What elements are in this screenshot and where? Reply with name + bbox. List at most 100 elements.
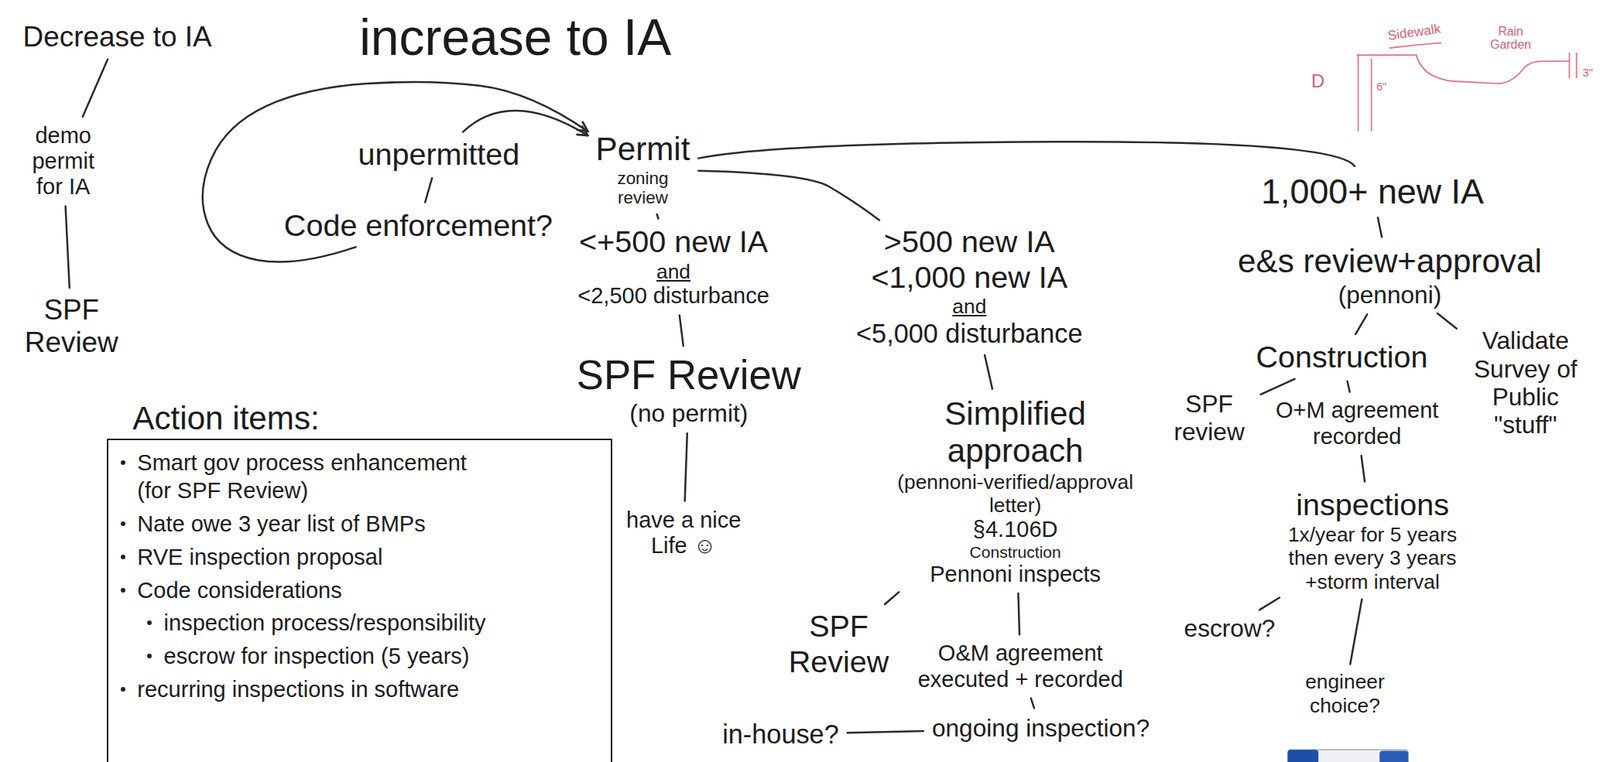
- note-text: SPF Review: [576, 352, 802, 400]
- connector: [65, 206, 70, 288]
- note-node: O+M agreement recorded: [1265, 395, 1449, 453]
- connector: [1017, 593, 1020, 635]
- connector: [884, 592, 899, 605]
- list-text: Nate owe 3 year list of BMPs: [137, 510, 494, 538]
- note-node: SPF Review: [10, 291, 133, 363]
- note-node: in-house?: [717, 717, 844, 753]
- note-node: inspections1x/year for 5 years then ever…: [1268, 485, 1477, 596]
- connector: [462, 110, 588, 136]
- connector: [847, 731, 924, 734]
- note-node: unpermitted: [352, 134, 525, 175]
- note-text: Permit: [596, 130, 691, 169]
- connector: [1377, 217, 1382, 237]
- connector: [685, 433, 688, 501]
- note-text: SPF Review: [15, 294, 128, 360]
- note-text: §4.106D: [973, 517, 1059, 543]
- note-text: escrow?: [1184, 614, 1276, 643]
- curb-post: [1358, 54, 1372, 131]
- note-text: (pennoni-verified/approval letter): [882, 470, 1148, 518]
- bullet-dot: [120, 460, 126, 466]
- note-text: Pennoni inspects: [929, 561, 1101, 588]
- note-node: SPF Review: [772, 606, 905, 682]
- note-node: SPF Review(no permit): [572, 349, 806, 430]
- list-item: recurring inspections in software: [108, 675, 603, 704]
- note-text: <1,000 new IA: [870, 260, 1068, 295]
- note-node: engineer choice?: [1289, 668, 1402, 720]
- note-text: have a nice Life ☺: [612, 507, 756, 560]
- note-node: escrow?: [1179, 612, 1281, 645]
- note-text: inspections: [1295, 487, 1450, 523]
- connector: [984, 355, 993, 390]
- connector: [424, 178, 432, 203]
- list-text: Smart gov process enhancement (for SPF R…: [137, 448, 494, 506]
- sketch-label: D: [1311, 71, 1325, 92]
- note-text: SPF review: [1165, 390, 1253, 447]
- note-text: ongoing inspection?: [931, 714, 1150, 743]
- connector: [1437, 313, 1457, 329]
- connector: [698, 171, 879, 221]
- note-text: Validate Survey of Public "stuff": [1464, 326, 1587, 440]
- note-text: >500 new IA: [883, 224, 1056, 260]
- note-text: and: [952, 294, 987, 319]
- note-node: <+500 new IAand<2,500 disturbance: [572, 222, 775, 312]
- note-text: and: [656, 260, 691, 284]
- note-node: increase to IA: [354, 6, 676, 70]
- list-item: Smart gov process enhancement (for SPF R…: [108, 448, 603, 506]
- wall-line: [1569, 53, 1577, 79]
- list-heading: Action items:: [132, 400, 319, 439]
- connector: [82, 59, 108, 117]
- connector: [1031, 698, 1035, 710]
- note-text: <5,000 disturbance: [856, 318, 1083, 350]
- bullet-dot: [120, 521, 126, 527]
- list-frame: Smart gov process enhancement (for SPF R…: [106, 438, 613, 762]
- note-text: (pennoni): [1338, 280, 1443, 309]
- connector: [698, 141, 1355, 167]
- note-node: SPF review: [1161, 387, 1258, 449]
- note-text: increase to IA: [359, 8, 672, 68]
- note-node: have a nice Life ☺: [607, 505, 761, 562]
- list-text: inspection process/responsibility: [164, 609, 521, 638]
- note-text: demo permit for IA: [20, 123, 107, 201]
- connector: [1347, 381, 1350, 393]
- note-text: 1,000+ new IA: [1260, 171, 1484, 213]
- note-text: SPF Review: [777, 609, 900, 680]
- note-node: O&M agreement executed + recorded: [898, 638, 1143, 696]
- sketch-label: Sidewalk: [1386, 20, 1442, 43]
- list-item: inspection process/responsibility: [108, 609, 603, 638]
- note-text: Simplified approach: [928, 395, 1103, 471]
- sketch-label: 6": [1376, 81, 1387, 94]
- note-text: O+M agreement recorded: [1270, 397, 1444, 450]
- connector: [657, 214, 659, 220]
- bullet-dot: [120, 687, 126, 693]
- note-text: <+500 new IA: [579, 224, 768, 260]
- connector: [202, 82, 589, 263]
- note-node: demo permit for IA: [15, 120, 112, 203]
- sidewalk-underline: [1389, 42, 1441, 48]
- action-list: Action items: Smart gov process enhanceme…: [106, 400, 613, 762]
- note-text: in-house?: [722, 719, 840, 751]
- marker-pen: [1288, 750, 1409, 762]
- note-text: Construction: [969, 543, 1061, 562]
- bullet-dot: [147, 620, 152, 626]
- note-text: (no permit): [629, 399, 748, 428]
- note-text: 1x/year for 5 years then every 3 years +…: [1273, 523, 1473, 594]
- note-text: <2,500 disturbance: [577, 283, 770, 309]
- connector: [1349, 599, 1362, 665]
- note-text: zoning review: [606, 168, 679, 209]
- note-text: e&s review+approval: [1237, 243, 1542, 281]
- marker-end: [1379, 750, 1409, 762]
- note-text: Construction: [1256, 339, 1429, 375]
- note-node: Construction: [1251, 337, 1433, 377]
- list-item: Code considerations: [108, 576, 603, 605]
- list-item: Nate owe 3 year list of BMPs: [108, 510, 603, 538]
- bullet-dot: [120, 555, 126, 560]
- note-text: Code enforcement?: [284, 208, 553, 244]
- note-text: Decrease to IA: [23, 20, 213, 54]
- connector: [1355, 314, 1368, 335]
- sketch-label: 3": [1582, 67, 1594, 80]
- note-node: e&s review+approval(pennoni): [1233, 240, 1547, 312]
- note-node: 1,000+ new IA: [1256, 169, 1489, 215]
- list-text: Code considerations: [137, 576, 494, 605]
- rain-garden-profile: [1416, 54, 1570, 84]
- note-node: Permitzoning review: [591, 128, 696, 211]
